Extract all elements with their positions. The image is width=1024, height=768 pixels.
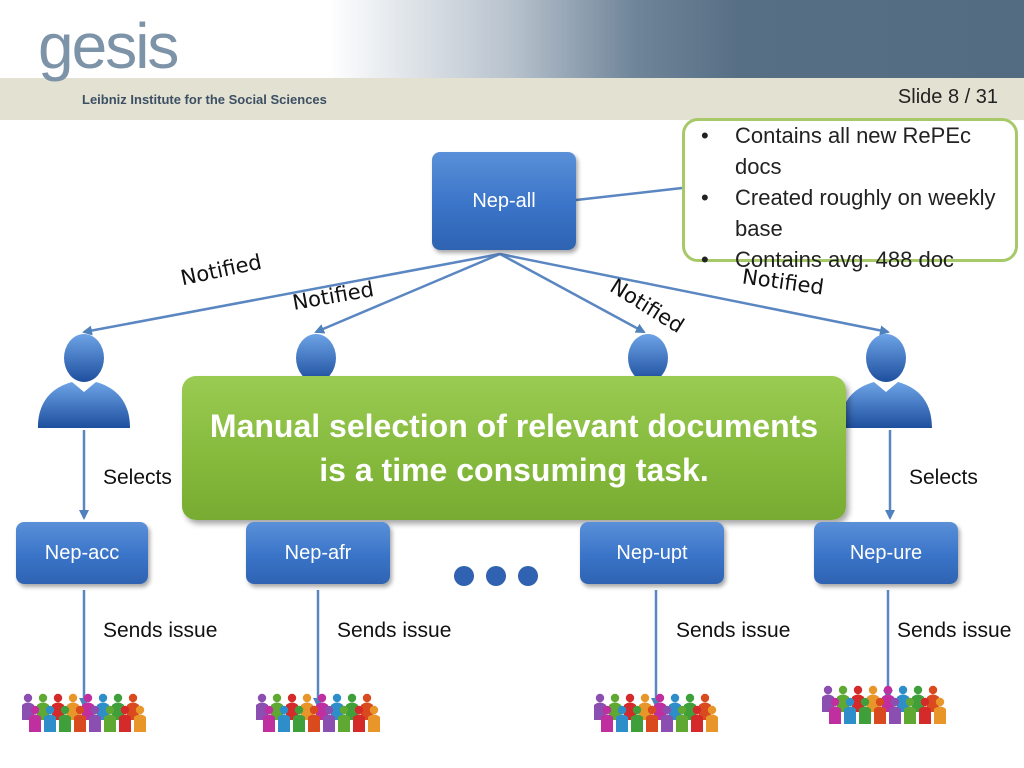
message-text: Manual selection of relevant documents i…	[209, 408, 819, 488]
people-group-icon	[822, 685, 946, 724]
slide-number: Slide 8 / 31	[897, 86, 998, 108]
sends-issue-label: Sends issue	[337, 619, 452, 642]
callout-item: •Contains avg. 488 doc	[701, 247, 954, 272]
callout-item: •Created roughly on weekly base	[701, 185, 996, 241]
people-group-icon	[594, 693, 718, 732]
arrow-notify-afr	[314, 252, 501, 334]
arrow-notify-ure	[499, 252, 890, 336]
arrow-notify-acc	[82, 252, 501, 336]
nep-acc-box: Nep-acc	[16, 522, 148, 584]
user-silhouette-icon	[840, 334, 932, 428]
nep-afr-box: Nep-afr	[246, 522, 390, 584]
header-banner	[0, 0, 1024, 78]
selects-label: Selects	[103, 466, 172, 489]
people-group-icon	[22, 693, 146, 732]
gesis-logo: gesis	[38, 10, 179, 82]
message-box: Manual selection of relevant documents i…	[182, 376, 846, 520]
nep-ure-box: Nep-ure	[814, 522, 958, 584]
sends-issue-label: Sends issue	[103, 619, 218, 642]
callout-connector	[575, 186, 683, 202]
nep-all-box: Nep-all	[432, 152, 576, 250]
callout-item: •Contains all new RePEc docs	[701, 123, 972, 179]
sends-issue-label: Sends issue	[676, 619, 791, 642]
header-band	[0, 78, 1024, 120]
people-group-icon	[256, 693, 380, 732]
user-silhouette-icon	[38, 334, 130, 428]
arrow-notify-upt	[499, 252, 646, 334]
nep-upt-box: Nep-upt	[580, 522, 724, 584]
logo-subtitle: Leibniz Institute for the Social Science…	[82, 92, 327, 107]
info-callout: •Contains all new RePEc docs •Created ro…	[682, 118, 1018, 272]
selects-label: Selects	[909, 466, 978, 489]
sends-issue-label: Sends issue	[897, 619, 1012, 642]
